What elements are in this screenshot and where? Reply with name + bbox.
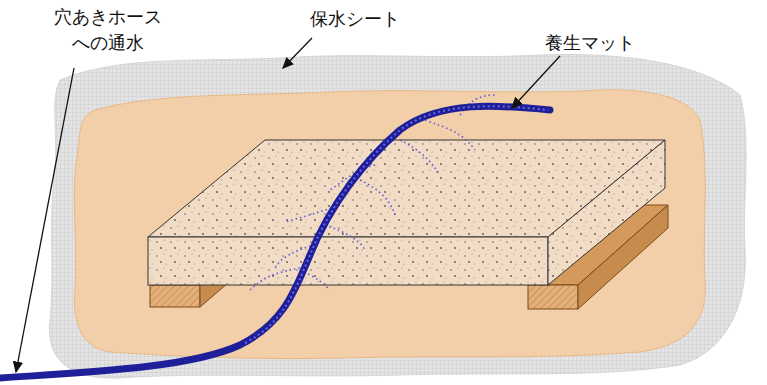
- leader-line: [16, 68, 74, 372]
- water-seepage: [250, 95, 495, 290]
- leader-line: [512, 56, 560, 108]
- perforated-hose: [0, 106, 550, 378]
- curing-mat: [74, 90, 705, 359]
- concrete-slab: [148, 140, 665, 285]
- callout-label: 養生マット: [535, 30, 645, 56]
- retention-sheet: [49, 54, 746, 378]
- callout-label: 保水シート: [300, 6, 410, 32]
- hose-texture: [245, 106, 548, 343]
- leader-line: [283, 38, 312, 68]
- callout-label: 穴あきホース への通水: [45, 4, 171, 56]
